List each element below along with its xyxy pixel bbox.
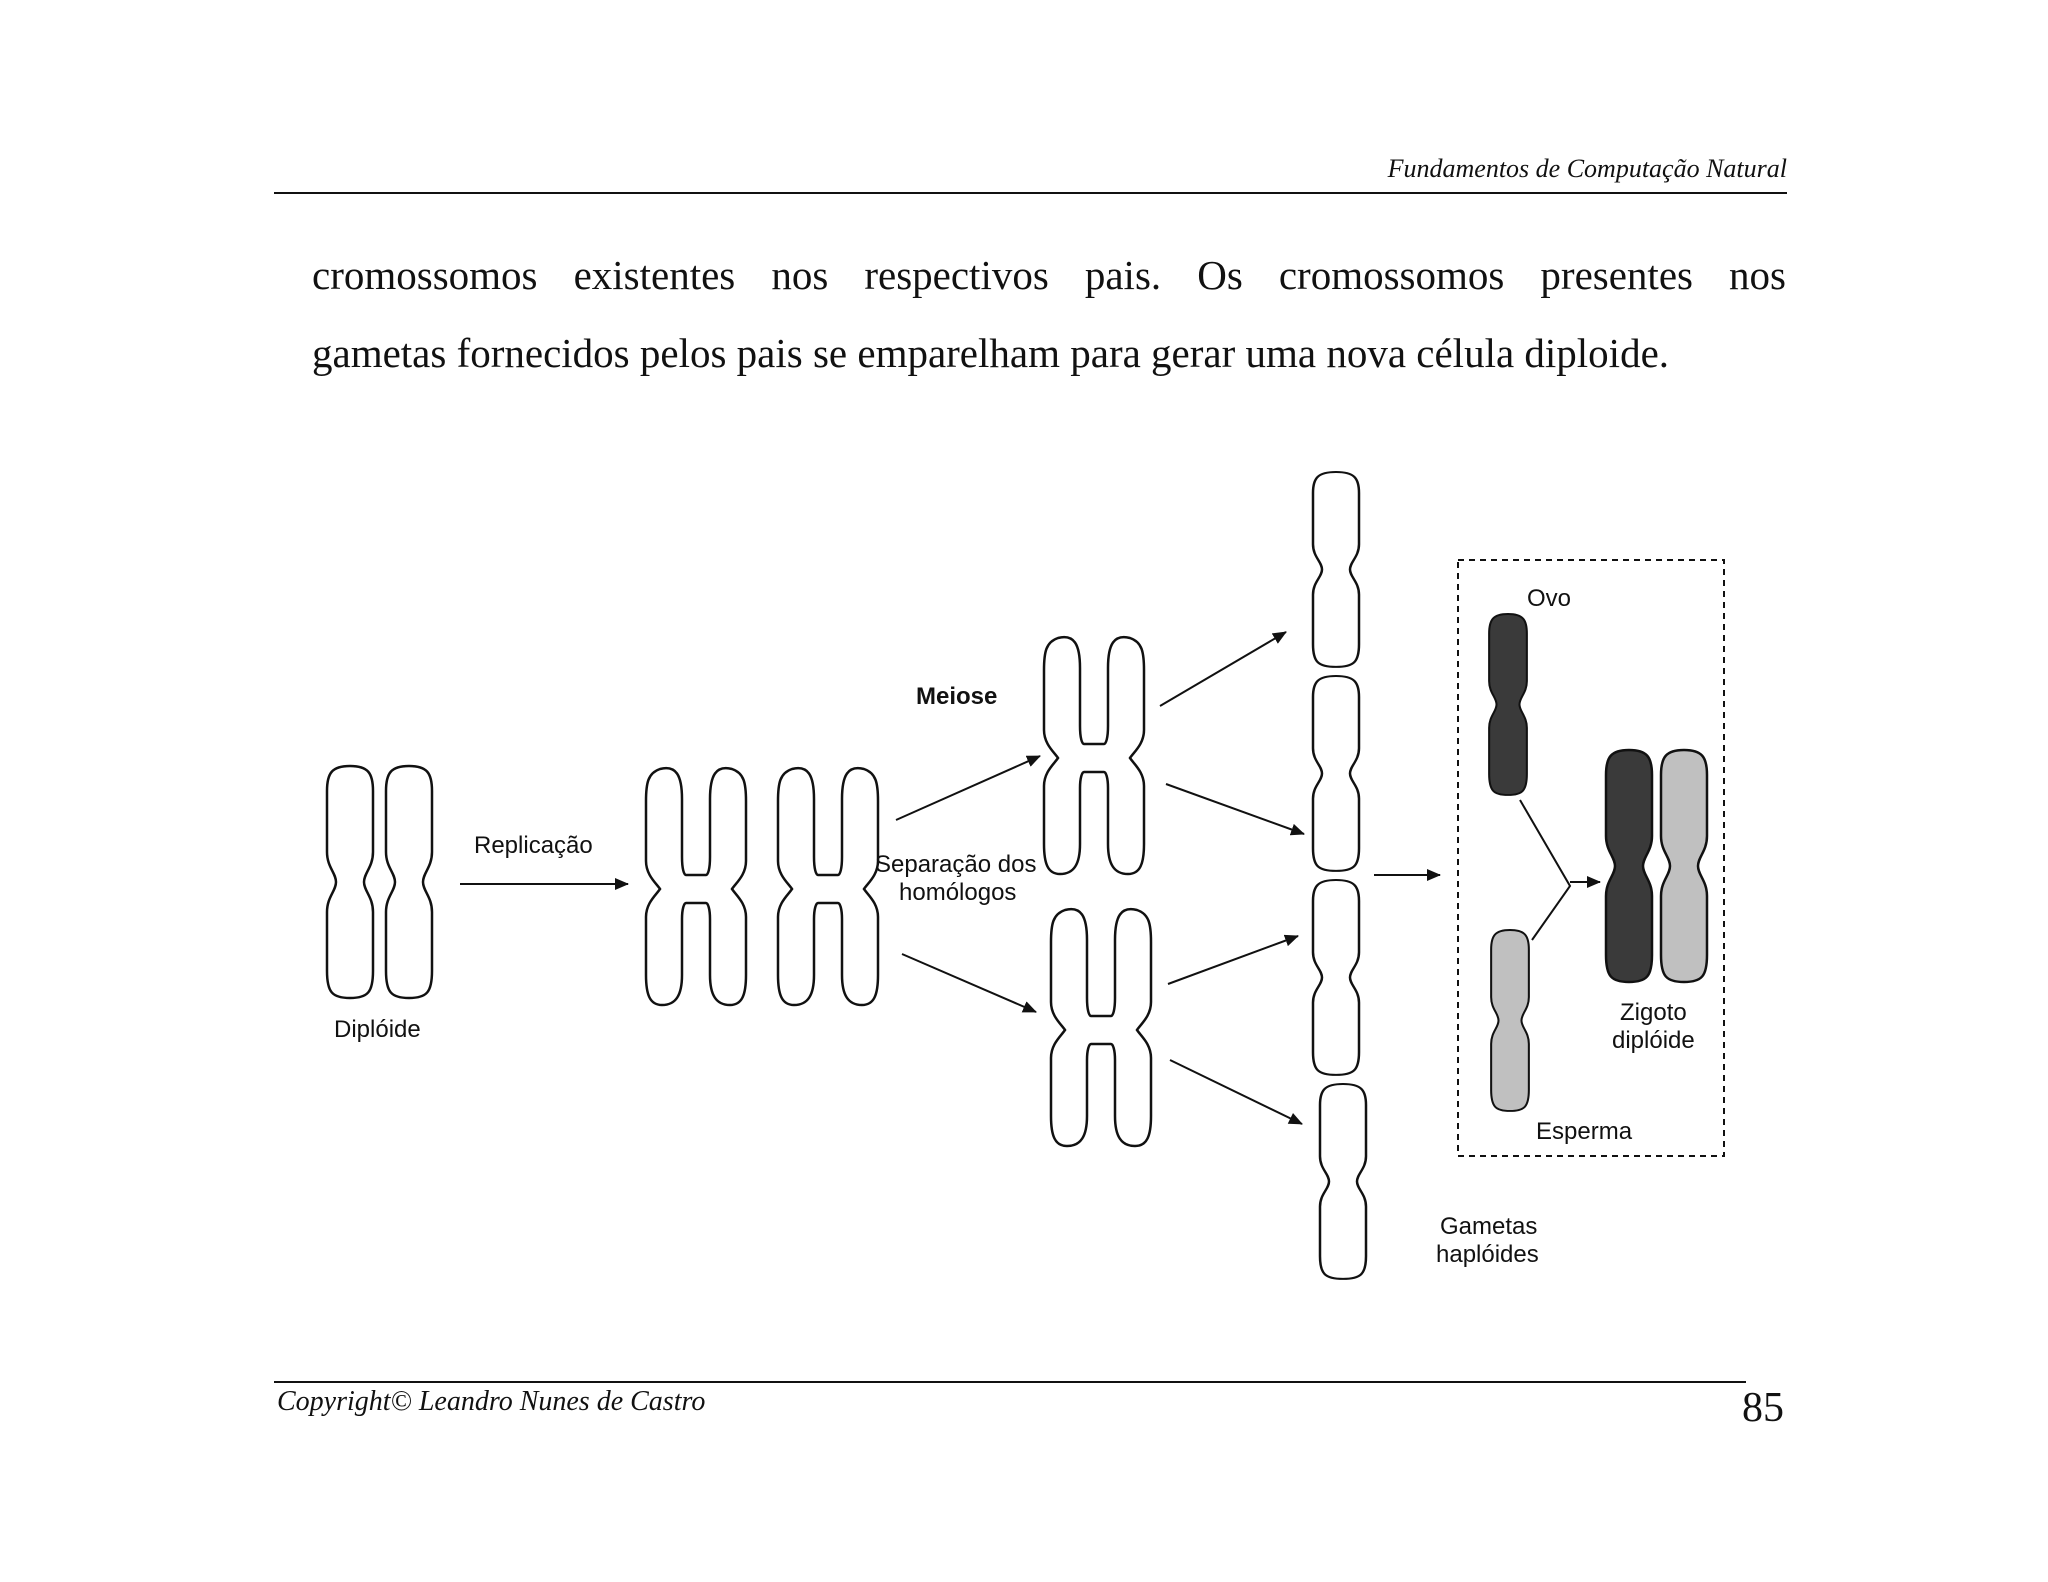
label-separation-line1: Separação dos [875, 851, 1036, 878]
label-zygote-line1: Zigoto [1620, 999, 1687, 1026]
sperm-chromosome [1490, 928, 1530, 1112]
arrow-to-upper-homolog [895, 755, 1041, 821]
label-sperm: Esperma [1536, 1118, 1633, 1145]
diploid-chromosome-pair [325, 764, 434, 1000]
arrow-to-gamete-2 [1165, 783, 1305, 836]
page-number: 85 [1742, 1385, 1784, 1431]
header-rule [274, 192, 1787, 194]
fertilization-box [1457, 559, 1725, 1157]
label-meiosis: Meiose [916, 683, 997, 710]
arrow-to-gamete-3 [1167, 934, 1299, 985]
separated-homologs [1042, 635, 1153, 1148]
footer-copyright: Copyright© Leandro Nunes de Castro [277, 1386, 706, 1417]
arrow-to-gamete-1 [1159, 631, 1287, 707]
label-diploid: Diplóide [334, 1016, 421, 1043]
zygote-chromosome-pair [1604, 748, 1709, 984]
arrow-to-gamete-4 [1169, 1059, 1303, 1125]
footer-rule [274, 1381, 1746, 1383]
arrow-to-lower-homolog [901, 953, 1037, 1013]
label-separation-line2: homólogos [899, 879, 1016, 906]
label-zygote-line2: diplóide [1612, 1027, 1695, 1054]
haploid-gametes [1311, 470, 1368, 1281]
body-line-1: cromossomos existentes nos respectivos p… [312, 252, 1786, 298]
label-gametes-line2: haplóides [1436, 1241, 1539, 1268]
body-paragraph: cromossomos existentes nos respectivos p… [312, 236, 1786, 392]
label-egg: Ovo [1527, 585, 1571, 612]
body-line-2: gametas fornecidos pelos pais se emparel… [312, 330, 1670, 376]
label-gametes-line1: Gametas [1440, 1213, 1537, 1240]
running-header: Fundamentos de Computação Natural [1387, 154, 1787, 183]
replicated-chromosome-pair [644, 766, 880, 1007]
fusion-lines [1519, 799, 1572, 941]
label-replication: Replicação [474, 832, 593, 859]
egg-chromosome [1488, 612, 1528, 796]
